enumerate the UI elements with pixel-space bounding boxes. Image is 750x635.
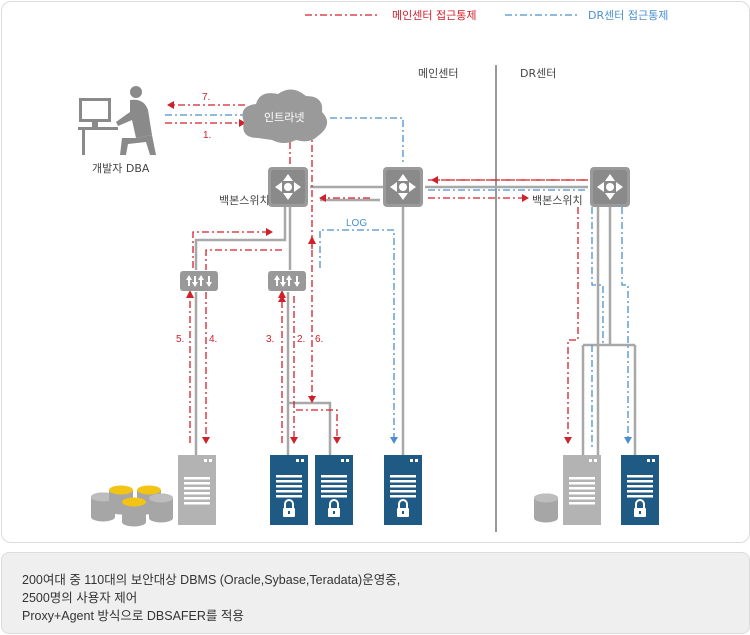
db-yellow-icon — [122, 497, 146, 527]
backbone-switch-dr-icon — [590, 167, 630, 207]
region-dr-label: DR센터 — [520, 67, 556, 80]
dba-label: 개발자 DBA — [92, 162, 150, 175]
main-flow-heads — [186, 236, 316, 298]
access-switch-right-icon — [268, 271, 306, 291]
intranet-cloud-icon — [242, 89, 328, 143]
backbone-switch-main-2-icon — [383, 167, 423, 207]
server-secured-dr-icon — [620, 454, 660, 526]
backbone-switch-main-icon — [268, 167, 308, 207]
network-diagram: 메인센터 접근통제 DR센터 접근통제 메인센터 DR센터 — [78, 9, 668, 532]
server-secured-icon — [314, 454, 354, 526]
access-switch-left-icon — [180, 271, 218, 291]
caption-line-1: 200여대 중 110대의 보안대상 DBMS (Oracle,Sybase,T… — [22, 573, 401, 587]
step-4-label: 4. — [209, 334, 217, 345]
db-gray-icon — [149, 493, 173, 523]
log-label: LOG — [346, 218, 367, 229]
server-gray-icon — [178, 455, 216, 525]
main-center-flows — [165, 101, 588, 444]
step-6-label: 6. — [315, 334, 323, 345]
intranet-label: 인트라넷 — [264, 111, 304, 124]
step-3-label: 3. — [266, 334, 274, 345]
backbone-dr-label: 백본스위치 — [532, 194, 583, 207]
legend-dr-label: DR센터 접근통제 — [588, 9, 668, 22]
physical-links — [194, 185, 637, 455]
step-2-label: 2. — [297, 334, 305, 345]
developer-dba-icon — [78, 86, 156, 155]
legend-main-label: 메인센터 접근통제 — [392, 9, 476, 22]
step-5-label: 5. — [176, 334, 184, 345]
dr-center-flows — [165, 114, 632, 450]
region-main-label: 메인센터 — [418, 67, 458, 80]
diagram-frame — [1, 1, 750, 543]
step-1-label: 1. — [203, 130, 211, 141]
backbone-main-label: 백본스위치 — [219, 194, 270, 207]
server-secured-icon — [269, 454, 309, 526]
db-gray-dr-icon — [534, 493, 558, 523]
step-7-label: 7. — [202, 92, 210, 103]
caption-line-2: 2500명의 사용자 제어 — [22, 591, 138, 605]
caption-line-3: Proxy+Agent 방식으로 DBSAFER를 적용 — [22, 609, 244, 623]
caption-box: 200여대 중 110대의 보안대상 DBMS (Oracle,Sybase,T… — [1, 552, 750, 634]
server-gray-dr-icon — [563, 455, 601, 525]
server-secured-log-icon — [383, 454, 423, 526]
